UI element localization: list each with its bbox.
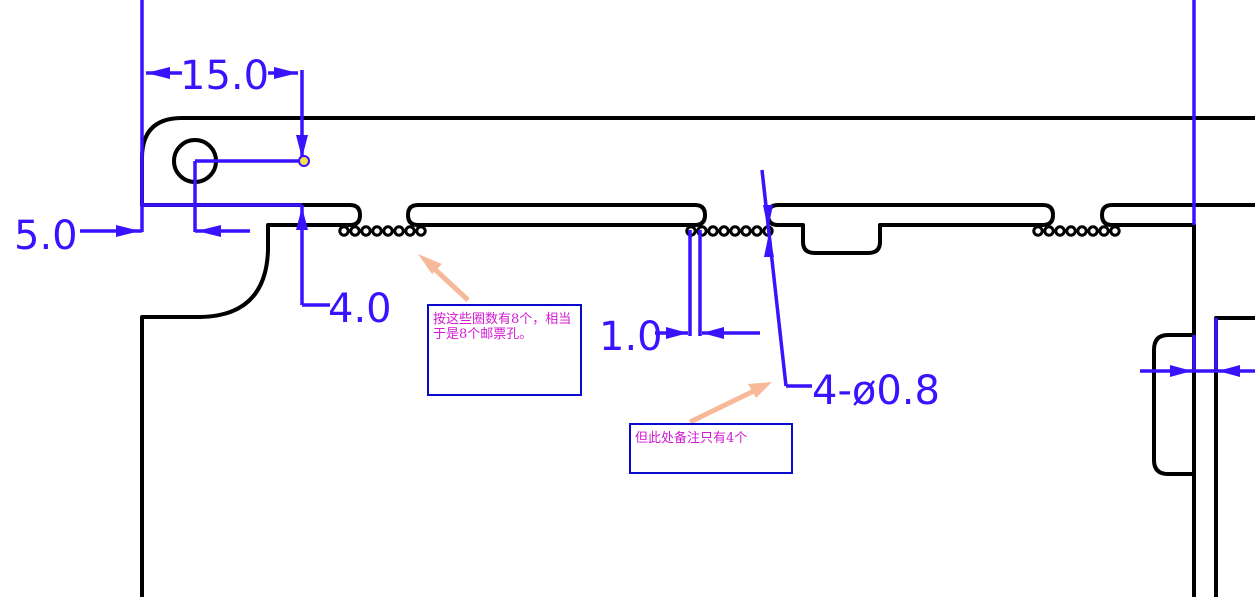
stamp-hole (1054, 225, 1066, 237)
stamp-hole (1076, 225, 1088, 237)
dimension-5: 5.0 (14, 155, 310, 259)
stamp-hole (338, 225, 350, 237)
stamp-hole (740, 225, 752, 237)
stamp-hole (382, 225, 394, 237)
stamp-hole (404, 225, 416, 237)
note-box-1: 按这些圈数有8个，相当于是8个邮票孔。 (427, 304, 582, 396)
note-text-1: 按这些圈数有8个，相当于是8个邮票孔。 (433, 312, 572, 342)
stamp-hole (393, 225, 405, 237)
stamp-hole (360, 225, 372, 237)
dim-label-1: 1.0 (599, 314, 663, 360)
stamp-hole (1032, 225, 1044, 237)
stamp-hole (1098, 225, 1110, 237)
dimension-right (1140, 0, 1255, 377)
right-notch (1152, 333, 1196, 476)
center-marker (298, 155, 310, 167)
board-top-edge (140, 116, 1255, 597)
dim-label-4: 4.0 (328, 286, 392, 332)
stamp-hole (371, 225, 383, 237)
stamp-hole (349, 225, 361, 237)
dimension-hole: 4-ø0.8 (760, 169, 940, 414)
stamp-hole (1087, 225, 1099, 237)
tab-slot-right (1100, 203, 1255, 597)
dimension-15: 15.0 (140, 0, 304, 232)
stamp-hole (415, 225, 427, 237)
stamp-hole (751, 225, 763, 237)
dim-label-15: 15.0 (180, 53, 269, 99)
note-arrow-2 (688, 382, 772, 425)
dimension-4: 4.0 (296, 135, 392, 332)
stamp-hole (718, 225, 730, 237)
board-middle-section (766, 203, 1055, 255)
stamp-hole (1043, 225, 1055, 237)
stamp-hole (1109, 225, 1121, 237)
tab-slot-1 (406, 203, 707, 227)
dim-label-hole: 4-ø0.8 (812, 368, 940, 414)
note-box-2: 但此处备注只有4个 (629, 423, 793, 474)
stamp-hole (707, 225, 719, 237)
stamp-holes (338, 225, 1121, 237)
dim-label-5: 5.0 (14, 213, 78, 259)
stamp-hole (1065, 225, 1077, 237)
note-text-2: 但此处备注只有4个 (635, 431, 748, 446)
stamp-hole (729, 225, 741, 237)
right-inner-edge (1214, 316, 1255, 597)
note-arrow-1 (418, 254, 470, 302)
dimension-1: 1.0 (599, 230, 760, 360)
